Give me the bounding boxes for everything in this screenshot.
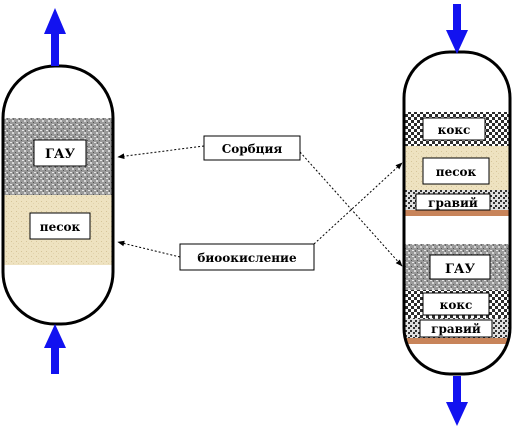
right-bottom-clay-strip bbox=[404, 338, 510, 344]
right-top-gravel-label: гравий bbox=[428, 196, 478, 210]
right-bottom-gravel-label-box bbox=[419, 319, 493, 338]
right-filter-column: кокс песок гравий ГАУ кокс гравий bbox=[402, 50, 512, 376]
right-bottom-coke-label: кокс bbox=[440, 298, 473, 312]
right-top-clay-strip bbox=[404, 210, 510, 216]
biooxidation-callout-label: биоокисление bbox=[197, 251, 297, 265]
arrow-up-icon bbox=[44, 8, 66, 66]
sorption-callout-label: Сорбция bbox=[222, 142, 283, 156]
right-bottom-gravel-label: гравий bbox=[431, 322, 481, 336]
left-gau-label-box bbox=[33, 139, 87, 167]
arrow-down-icon bbox=[446, 4, 468, 54]
left-sand-label-box bbox=[29, 212, 91, 240]
arrow-down-icon bbox=[446, 376, 468, 426]
right-top-coke-label: кокс bbox=[438, 123, 471, 137]
sorption-to-right-gau-connector bbox=[299, 151, 403, 267]
biooxidation-to-right-sand-connector bbox=[313, 162, 403, 245]
right-top-gravel-label-box bbox=[415, 193, 491, 211]
left-gau-label: ГАУ bbox=[45, 147, 76, 162]
left-sand-label: песок bbox=[40, 220, 81, 234]
sorption-callout: Сорбция bbox=[203, 135, 301, 161]
right-top-coke-label-box bbox=[422, 117, 486, 141]
biooxidation-callout: биоокисление bbox=[179, 243, 315, 271]
right-gau-label: ГАУ bbox=[445, 262, 476, 277]
left-filter-column: ГАУ песок bbox=[1, 64, 115, 326]
sorption-to-left-gau-connector bbox=[117, 145, 205, 159]
right-top-sand-label: песок bbox=[436, 165, 477, 179]
right-top-sand-label-box bbox=[422, 157, 490, 185]
arrow-up-icon bbox=[44, 324, 66, 374]
biooxidation-to-left-sand-connector bbox=[117, 240, 181, 258]
right-bottom-coke-label-box bbox=[422, 292, 490, 316]
right-gau-label-box bbox=[429, 254, 491, 280]
